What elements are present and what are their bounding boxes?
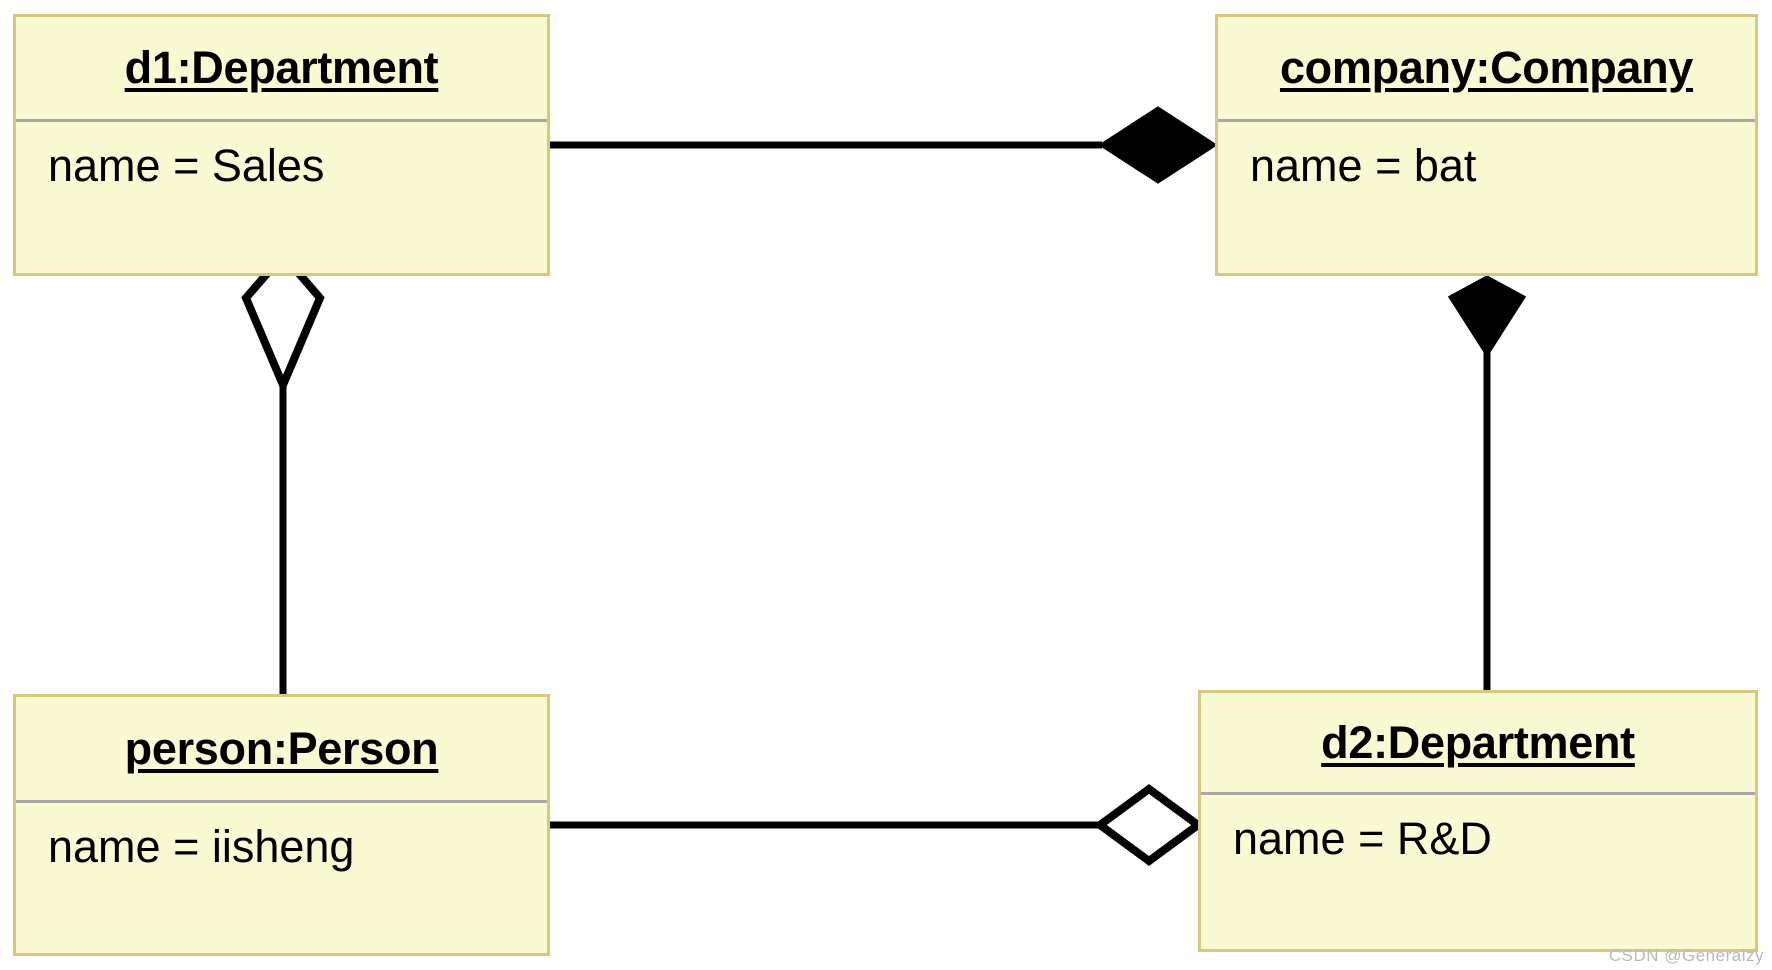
object-attributes-person: name = iisheng [16, 803, 547, 953]
object-header-d2: d2:Department [1201, 693, 1755, 795]
object-attribute-d2: name = R&D [1233, 813, 1492, 864]
filled-diamond-icon [1447, 275, 1527, 358]
object-attribute-d1: name = Sales [48, 140, 325, 191]
link-company-d2[interactable] [1447, 275, 1527, 690]
object-title-d2: d2:Department [1321, 716, 1635, 768]
hollow-diamond-icon [1093, 784, 1205, 866]
object-box-company[interactable]: company:Company name = bat [1215, 14, 1758, 276]
object-attribute-person: name = iisheng [48, 821, 355, 872]
object-title-person: person:Person [124, 722, 439, 774]
object-attributes-company: name = bat [1218, 122, 1755, 273]
object-attribute-company: name = bat [1250, 140, 1477, 191]
object-header-person: person:Person [16, 697, 547, 803]
object-title-company: company:Company [1279, 42, 1694, 93]
object-title-d1: d1:Department [124, 42, 439, 93]
object-box-person[interactable]: person:Person name = iisheng [13, 694, 550, 956]
watermark: CSDN @Generalzy [1608, 946, 1764, 965]
object-box-d2[interactable]: d2:Department name = R&D [1198, 690, 1758, 952]
link-company-d1[interactable] [550, 106, 1218, 184]
filled-diamond-icon [1098, 106, 1218, 184]
object-attributes-d1: name = Sales [16, 122, 547, 273]
object-attributes-d2: name = R&D [1201, 795, 1755, 949]
link-d1-person[interactable] [241, 248, 325, 694]
link-d2-person[interactable] [550, 784, 1205, 866]
object-header-company: company:Company [1218, 17, 1755, 122]
object-box-d1[interactable]: d1:Department name = Sales [13, 14, 550, 276]
object-header-d1: d1:Department [16, 17, 547, 122]
